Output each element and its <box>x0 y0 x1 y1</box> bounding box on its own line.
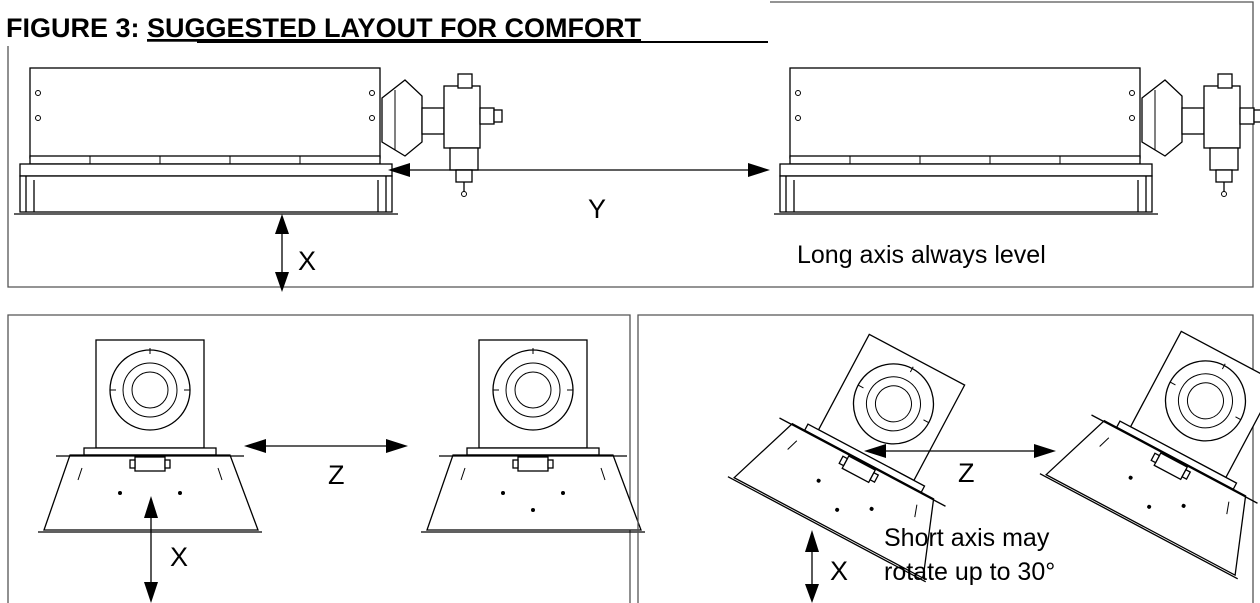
x-dimension-arrow-top <box>275 214 289 292</box>
end-view-heater-right <box>420 339 646 533</box>
z-dimension-arrow-left <box>244 439 408 453</box>
top-panel: Y X Long axis always level <box>7 1 1260 292</box>
x-dimension-arrow-right <box>805 530 819 603</box>
bottom-right-panel: Z X Short axis may rotate up to 30° <box>637 303 1260 603</box>
z-dimension-label-left: Z <box>328 460 345 490</box>
short-axis-note-line2: rotate up to 30° <box>884 558 1055 586</box>
z-dimension-arrow-right <box>864 444 1056 458</box>
side-view-heater-left <box>13 67 503 215</box>
x-dimension-label-top: X <box>298 246 316 276</box>
side-view-heater-right <box>773 67 1260 215</box>
figure-title-prefix: FIGURE 3: <box>6 13 147 43</box>
z-dimension-label-right: Z <box>958 458 975 488</box>
y-dimension-label: Y <box>588 194 606 224</box>
figure-title-main: SUGGESTED LAYOUT FOR COMFORT <box>147 13 642 43</box>
short-axis-note-line1: Short axis may <box>884 524 1050 552</box>
figure-title: FIGURE 3: SUGGESTED LAYOUT FOR COMFORT <box>6 13 642 43</box>
x-dimension-label-left: X <box>170 542 188 572</box>
end-view-heater-rotated-right <box>1039 303 1260 580</box>
x-dimension-arrow-left <box>144 496 158 603</box>
y-dimension-arrow <box>388 163 770 177</box>
x-dimension-label-right: X <box>830 556 848 586</box>
long-axis-note: Long axis always level <box>797 241 1046 269</box>
bottom-left-panel: Z X <box>7 314 646 603</box>
